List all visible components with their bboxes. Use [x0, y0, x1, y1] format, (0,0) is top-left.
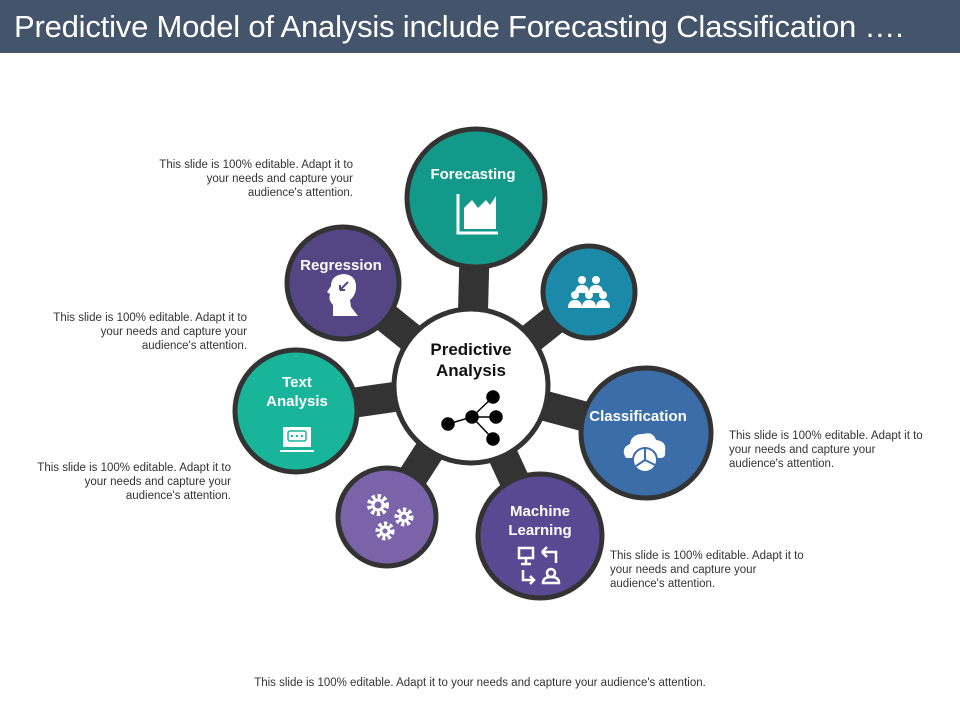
- note-line: This slide is 100% editable. Adapt it to: [159, 159, 353, 171]
- note-mid-left: This slide is 100% editable. Adapt it to…: [32, 311, 247, 353]
- node-machine-learning[interactable]: [475, 471, 605, 601]
- footer-note: This slide is 100% editable. Adapt it to…: [254, 677, 706, 689]
- regression-label: Regression: [300, 257, 382, 274]
- note-line: audience's attention.: [610, 578, 716, 590]
- note-line: your needs and capture your: [100, 326, 247, 338]
- laptop-chat-icon: [280, 427, 314, 452]
- computer-user-exchange-icon: [517, 546, 561, 585]
- head-arrow-icon: [327, 274, 358, 316]
- note-line: your needs and capture your: [84, 476, 231, 488]
- forecasting-label: Forecasting: [430, 166, 516, 183]
- center-line1: Predictive: [430, 340, 512, 359]
- node-text-analysis[interactable]: [232, 347, 360, 475]
- title-bar: Predictive Model of Analysis include For…: [0, 0, 960, 53]
- note-line: your needs and capture your: [729, 444, 876, 456]
- note-line: This slide is 100% editable. Adapt it to: [610, 550, 804, 562]
- note-line: audience's attention.: [125, 490, 231, 502]
- center-line2: Analysis: [436, 361, 506, 380]
- note-bottom-right: This slide is 100% editable. Adapt it to…: [610, 549, 825, 591]
- note-line: This slide is 100% editable. Adapt it to: [53, 312, 247, 324]
- node-classification[interactable]: [578, 365, 714, 501]
- machine-learning-line2: Learning: [508, 522, 572, 539]
- note-line: your needs and capture your: [206, 173, 353, 185]
- area-chart-icon: [456, 194, 498, 235]
- note-right: This slide is 100% editable. Adapt it to…: [729, 429, 944, 471]
- note-line: audience's attention.: [247, 187, 353, 199]
- note-low-left: This slide is 100% editable. Adapt it to…: [16, 461, 231, 503]
- classification-label: Classification: [589, 408, 687, 425]
- network-share-icon: [441, 390, 503, 446]
- text-analysis-line1: Text: [282, 374, 312, 391]
- note-line: This slide is 100% editable. Adapt it to: [729, 430, 923, 442]
- machine-learning-line1: Machine: [509, 503, 570, 520]
- note-line: audience's attention.: [729, 458, 835, 470]
- node-center[interactable]: [391, 306, 551, 466]
- note-line: your needs and capture your: [610, 564, 757, 576]
- team-hierarchy-icon: [568, 276, 610, 308]
- note-top-left: This slide is 100% editable. Adapt it to…: [138, 158, 353, 200]
- gears-icon: [367, 494, 414, 541]
- note-line: audience's attention.: [141, 340, 247, 352]
- text-analysis-line2: Analysis: [266, 393, 328, 410]
- node-gears[interactable]: [335, 465, 439, 569]
- node-forecasting[interactable]: [404, 126, 548, 270]
- cloud-pie-icon: [623, 433, 666, 473]
- slide-title: Predictive Model of Analysis include For…: [14, 9, 904, 44]
- note-line: This slide is 100% editable. Adapt it to: [37, 462, 231, 474]
